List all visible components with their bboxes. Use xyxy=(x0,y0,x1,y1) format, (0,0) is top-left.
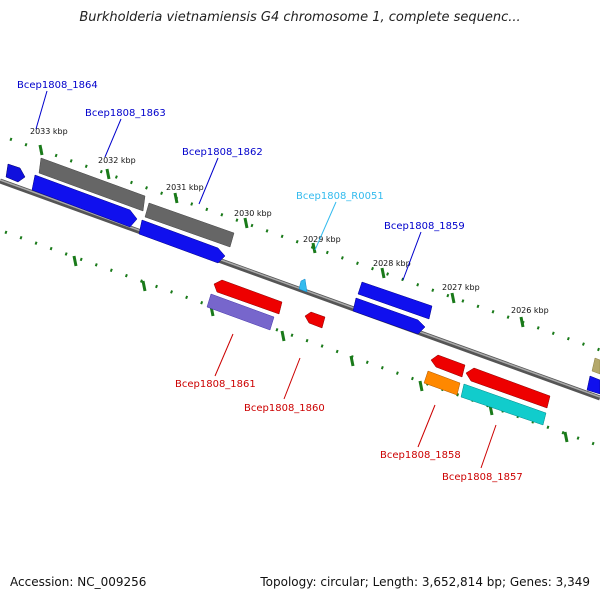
kbp-label: 2032 kbp xyxy=(98,156,136,165)
gene-label-r0051[interactable]: Bcep1808_R0051 xyxy=(296,191,384,202)
scale-major-tick xyxy=(243,217,249,229)
kbp-label: 2033 kbp xyxy=(30,127,68,136)
upper-scale-track xyxy=(9,137,600,352)
gene-arrow[interactable] xyxy=(298,278,308,293)
scale-major-tick xyxy=(349,355,355,367)
kbp-label: 2027 kbp xyxy=(442,283,480,292)
scale-major-tick xyxy=(105,168,111,180)
scale-major-tick xyxy=(450,292,456,304)
gene-arrow[interactable] xyxy=(213,279,283,315)
gene-arrow[interactable] xyxy=(5,163,26,183)
accession-text: Accession: NC_009256 xyxy=(10,575,147,589)
gene-label-1858[interactable]: Bcep1808_1858 xyxy=(380,450,461,461)
gene-arrow[interactable] xyxy=(423,370,461,396)
gene-arrow[interactable] xyxy=(591,357,600,375)
gene-arrow[interactable] xyxy=(138,219,226,264)
gene-arrow[interactable] xyxy=(460,383,547,426)
scale-major-tick xyxy=(311,242,317,254)
scale-major-tick xyxy=(380,267,386,279)
scale-major-tick xyxy=(280,330,286,342)
gene-arrow[interactable] xyxy=(38,157,146,212)
gene-label-1860[interactable]: Bcep1808_1860 xyxy=(244,403,325,414)
gene-arrow[interactable] xyxy=(430,354,466,378)
scale-major-tick xyxy=(141,280,147,292)
gene-arrow[interactable] xyxy=(31,174,138,228)
gene-label-1862[interactable]: Bcep1808_1862 xyxy=(182,147,263,158)
gene-label-1857[interactable]: Bcep1808_1857 xyxy=(442,472,523,483)
kbp-label: 2029 kbp xyxy=(303,235,341,244)
bottom-strand-genes xyxy=(206,279,551,426)
gene-arrow[interactable] xyxy=(352,297,426,335)
gene-label-1859[interactable]: Bcep1808_1859 xyxy=(384,221,465,232)
kbp-label: 2031 kbp xyxy=(166,183,204,192)
scale-major-tick xyxy=(72,255,78,267)
map-title: Burkholderia vietnamiensis G4 chromosome… xyxy=(79,10,521,25)
gene-arrow[interactable] xyxy=(586,375,600,395)
kbp-label: 2028 kbp xyxy=(373,259,411,268)
gene-label-1864[interactable]: Bcep1808_1864 xyxy=(17,80,98,91)
gene-label-1861[interactable]: Bcep1808_1861 xyxy=(175,379,256,390)
kbp-label: 2030 kbp xyxy=(234,209,272,218)
scale-major-tick xyxy=(418,380,424,392)
genome-summary-text: Topology: circular; Length: 3,652,814 bp… xyxy=(260,575,590,589)
kbp-label: 2026 kbp xyxy=(511,306,549,315)
scale-major-tick xyxy=(563,431,569,443)
scale-major-tick xyxy=(38,144,44,156)
gene-arrow[interactable] xyxy=(465,367,551,409)
scale-major-tick xyxy=(519,316,525,328)
top-strand-genes xyxy=(5,157,600,395)
gene-label-1863[interactable]: Bcep1808_1863 xyxy=(85,108,166,119)
label-leaders xyxy=(35,90,497,469)
gene-arrow[interactable] xyxy=(206,293,275,331)
scale-major-tick xyxy=(173,192,179,204)
lower-scale-track xyxy=(4,230,600,448)
gene-arrow[interactable] xyxy=(304,311,326,329)
gene-arrow[interactable] xyxy=(144,202,235,248)
gene-arrow[interactable] xyxy=(357,281,433,320)
